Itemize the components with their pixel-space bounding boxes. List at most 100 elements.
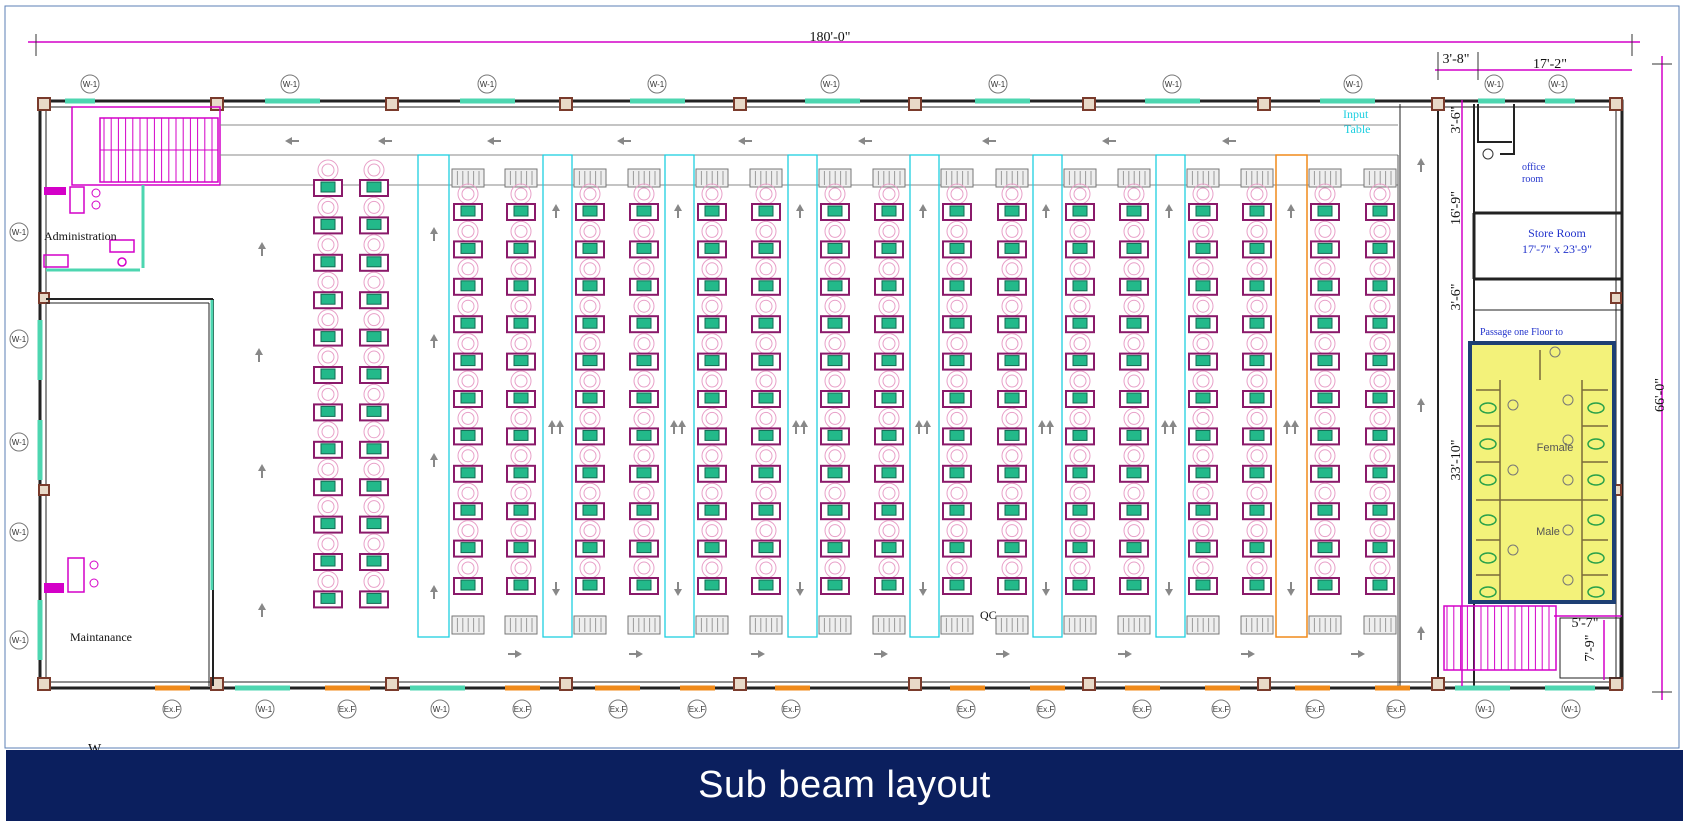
operator-chair-inner bbox=[637, 561, 651, 575]
machine-head bbox=[460, 504, 476, 516]
operator-chair-icon bbox=[457, 370, 479, 392]
operator-chair-icon bbox=[755, 370, 777, 392]
exhaust-fan-marker-icon-text: Ex.F bbox=[339, 705, 356, 714]
operator-chair-inner bbox=[461, 449, 475, 463]
operator-chair-inner bbox=[514, 262, 528, 276]
operator-chair-inner bbox=[1196, 299, 1210, 313]
operator-chair-icon bbox=[457, 407, 479, 429]
toilet-icon bbox=[1479, 438, 1497, 450]
operator-chair-icon bbox=[579, 333, 601, 355]
operator-chair-icon bbox=[755, 482, 777, 504]
operator-chair-icon bbox=[317, 309, 339, 331]
operator-chair-icon bbox=[1246, 220, 1268, 242]
operator-chair-inner bbox=[1318, 337, 1332, 351]
arrow-icon bbox=[430, 585, 438, 592]
operator-chair-inner bbox=[950, 524, 964, 538]
operator-chair-icon bbox=[363, 383, 385, 405]
arrow-icon bbox=[1169, 420, 1177, 427]
operator-chair-inner bbox=[1318, 187, 1332, 201]
operator-chair-icon bbox=[1001, 220, 1023, 242]
window-marker-icon-ring bbox=[9, 522, 29, 542]
operator-chair-inner bbox=[828, 224, 842, 238]
operator-chair-icon bbox=[457, 482, 479, 504]
machine-head bbox=[636, 542, 652, 554]
input-table-label-2: Table bbox=[1344, 122, 1370, 136]
exhaust-fan-marker-icon: Ex.F bbox=[781, 699, 801, 719]
operator-chair-icon bbox=[1192, 258, 1214, 280]
machine-head bbox=[758, 242, 774, 254]
operator-chair-inner bbox=[583, 411, 597, 425]
operator-chair-icon bbox=[510, 520, 532, 542]
machine-head bbox=[1072, 242, 1088, 254]
machine-head bbox=[320, 293, 336, 305]
exhaust-fan-marker-icon-text: Ex.F bbox=[1388, 705, 1405, 714]
operator-chair-icon bbox=[755, 258, 777, 280]
machine-head bbox=[949, 392, 965, 404]
window-marker-icon: W-1 bbox=[9, 432, 29, 452]
arrow-icon bbox=[258, 242, 266, 249]
operator-chair-inner bbox=[828, 187, 842, 201]
operator-chair-inner bbox=[705, 299, 719, 313]
arrow-icon bbox=[255, 348, 263, 355]
machine-head bbox=[827, 467, 843, 479]
operator-chair-inner bbox=[950, 561, 964, 575]
exhaust-fan-marker-icon-text: Ex.F bbox=[1038, 705, 1055, 714]
machine-head bbox=[758, 392, 774, 404]
column bbox=[908, 677, 922, 691]
machine-head bbox=[758, 205, 774, 217]
operator-chair-inner bbox=[1073, 374, 1087, 388]
machine-head bbox=[881, 542, 897, 554]
arrow-icon bbox=[258, 464, 266, 471]
machine-head bbox=[827, 429, 843, 441]
operator-chair-icon bbox=[1192, 520, 1214, 542]
operator-chair-icon bbox=[317, 346, 339, 368]
exhaust-fan-marker-icon: Ex.F bbox=[1386, 699, 1406, 719]
column bbox=[559, 97, 573, 111]
machine-head bbox=[827, 542, 843, 554]
operator-chair-inner bbox=[367, 425, 381, 439]
operator-chair-icon bbox=[824, 258, 846, 280]
operator-chair-icon bbox=[1069, 445, 1091, 467]
operator-chair-icon bbox=[1001, 370, 1023, 392]
operator-chair-icon bbox=[1123, 520, 1145, 542]
operator-chair-icon bbox=[824, 370, 846, 392]
machine-head bbox=[582, 504, 598, 516]
arrow-icon bbox=[758, 650, 765, 658]
operator-chair-icon bbox=[579, 520, 601, 542]
window-marker-icon: W-1 bbox=[80, 74, 100, 94]
operator-chair-inner bbox=[367, 200, 381, 214]
dim-v-3-6-b: 3'-6" bbox=[1449, 284, 1464, 311]
machine-head bbox=[704, 467, 720, 479]
operator-chair-inner bbox=[461, 486, 475, 500]
operator-chair-icon bbox=[457, 295, 479, 317]
line-corridor bbox=[787, 154, 818, 638]
window-marker-icon-ring bbox=[1475, 699, 1495, 719]
operator-chair-inner bbox=[950, 449, 964, 463]
operator-chair-icon bbox=[1001, 295, 1023, 317]
machine-head bbox=[582, 355, 598, 367]
operator-chair-inner bbox=[583, 449, 597, 463]
operator-chair-inner bbox=[1250, 337, 1264, 351]
operator-chair-icon bbox=[579, 557, 601, 579]
operator-chair-inner bbox=[705, 262, 719, 276]
operator-chair-inner bbox=[1127, 524, 1141, 538]
operator-chair-icon bbox=[878, 333, 900, 355]
operator-chair-icon bbox=[1314, 482, 1336, 504]
machine-head bbox=[1249, 355, 1265, 367]
administration-room: Administration bbox=[43, 106, 221, 272]
operator-chair-icon bbox=[633, 445, 655, 467]
window-marker-icon: W-1 bbox=[1484, 74, 1504, 94]
machine-head bbox=[636, 205, 652, 217]
machine-head bbox=[758, 317, 774, 329]
machine-head bbox=[1249, 429, 1265, 441]
machine-head bbox=[704, 579, 720, 591]
operator-chair-icon bbox=[510, 445, 532, 467]
machine-head bbox=[704, 542, 720, 554]
machine-head bbox=[949, 205, 965, 217]
operator-chair-icon bbox=[457, 333, 479, 355]
machine-head bbox=[1072, 355, 1088, 367]
operator-chair-inner bbox=[367, 275, 381, 289]
operator-chair-inner bbox=[1073, 449, 1087, 463]
machine-head bbox=[1004, 504, 1020, 516]
